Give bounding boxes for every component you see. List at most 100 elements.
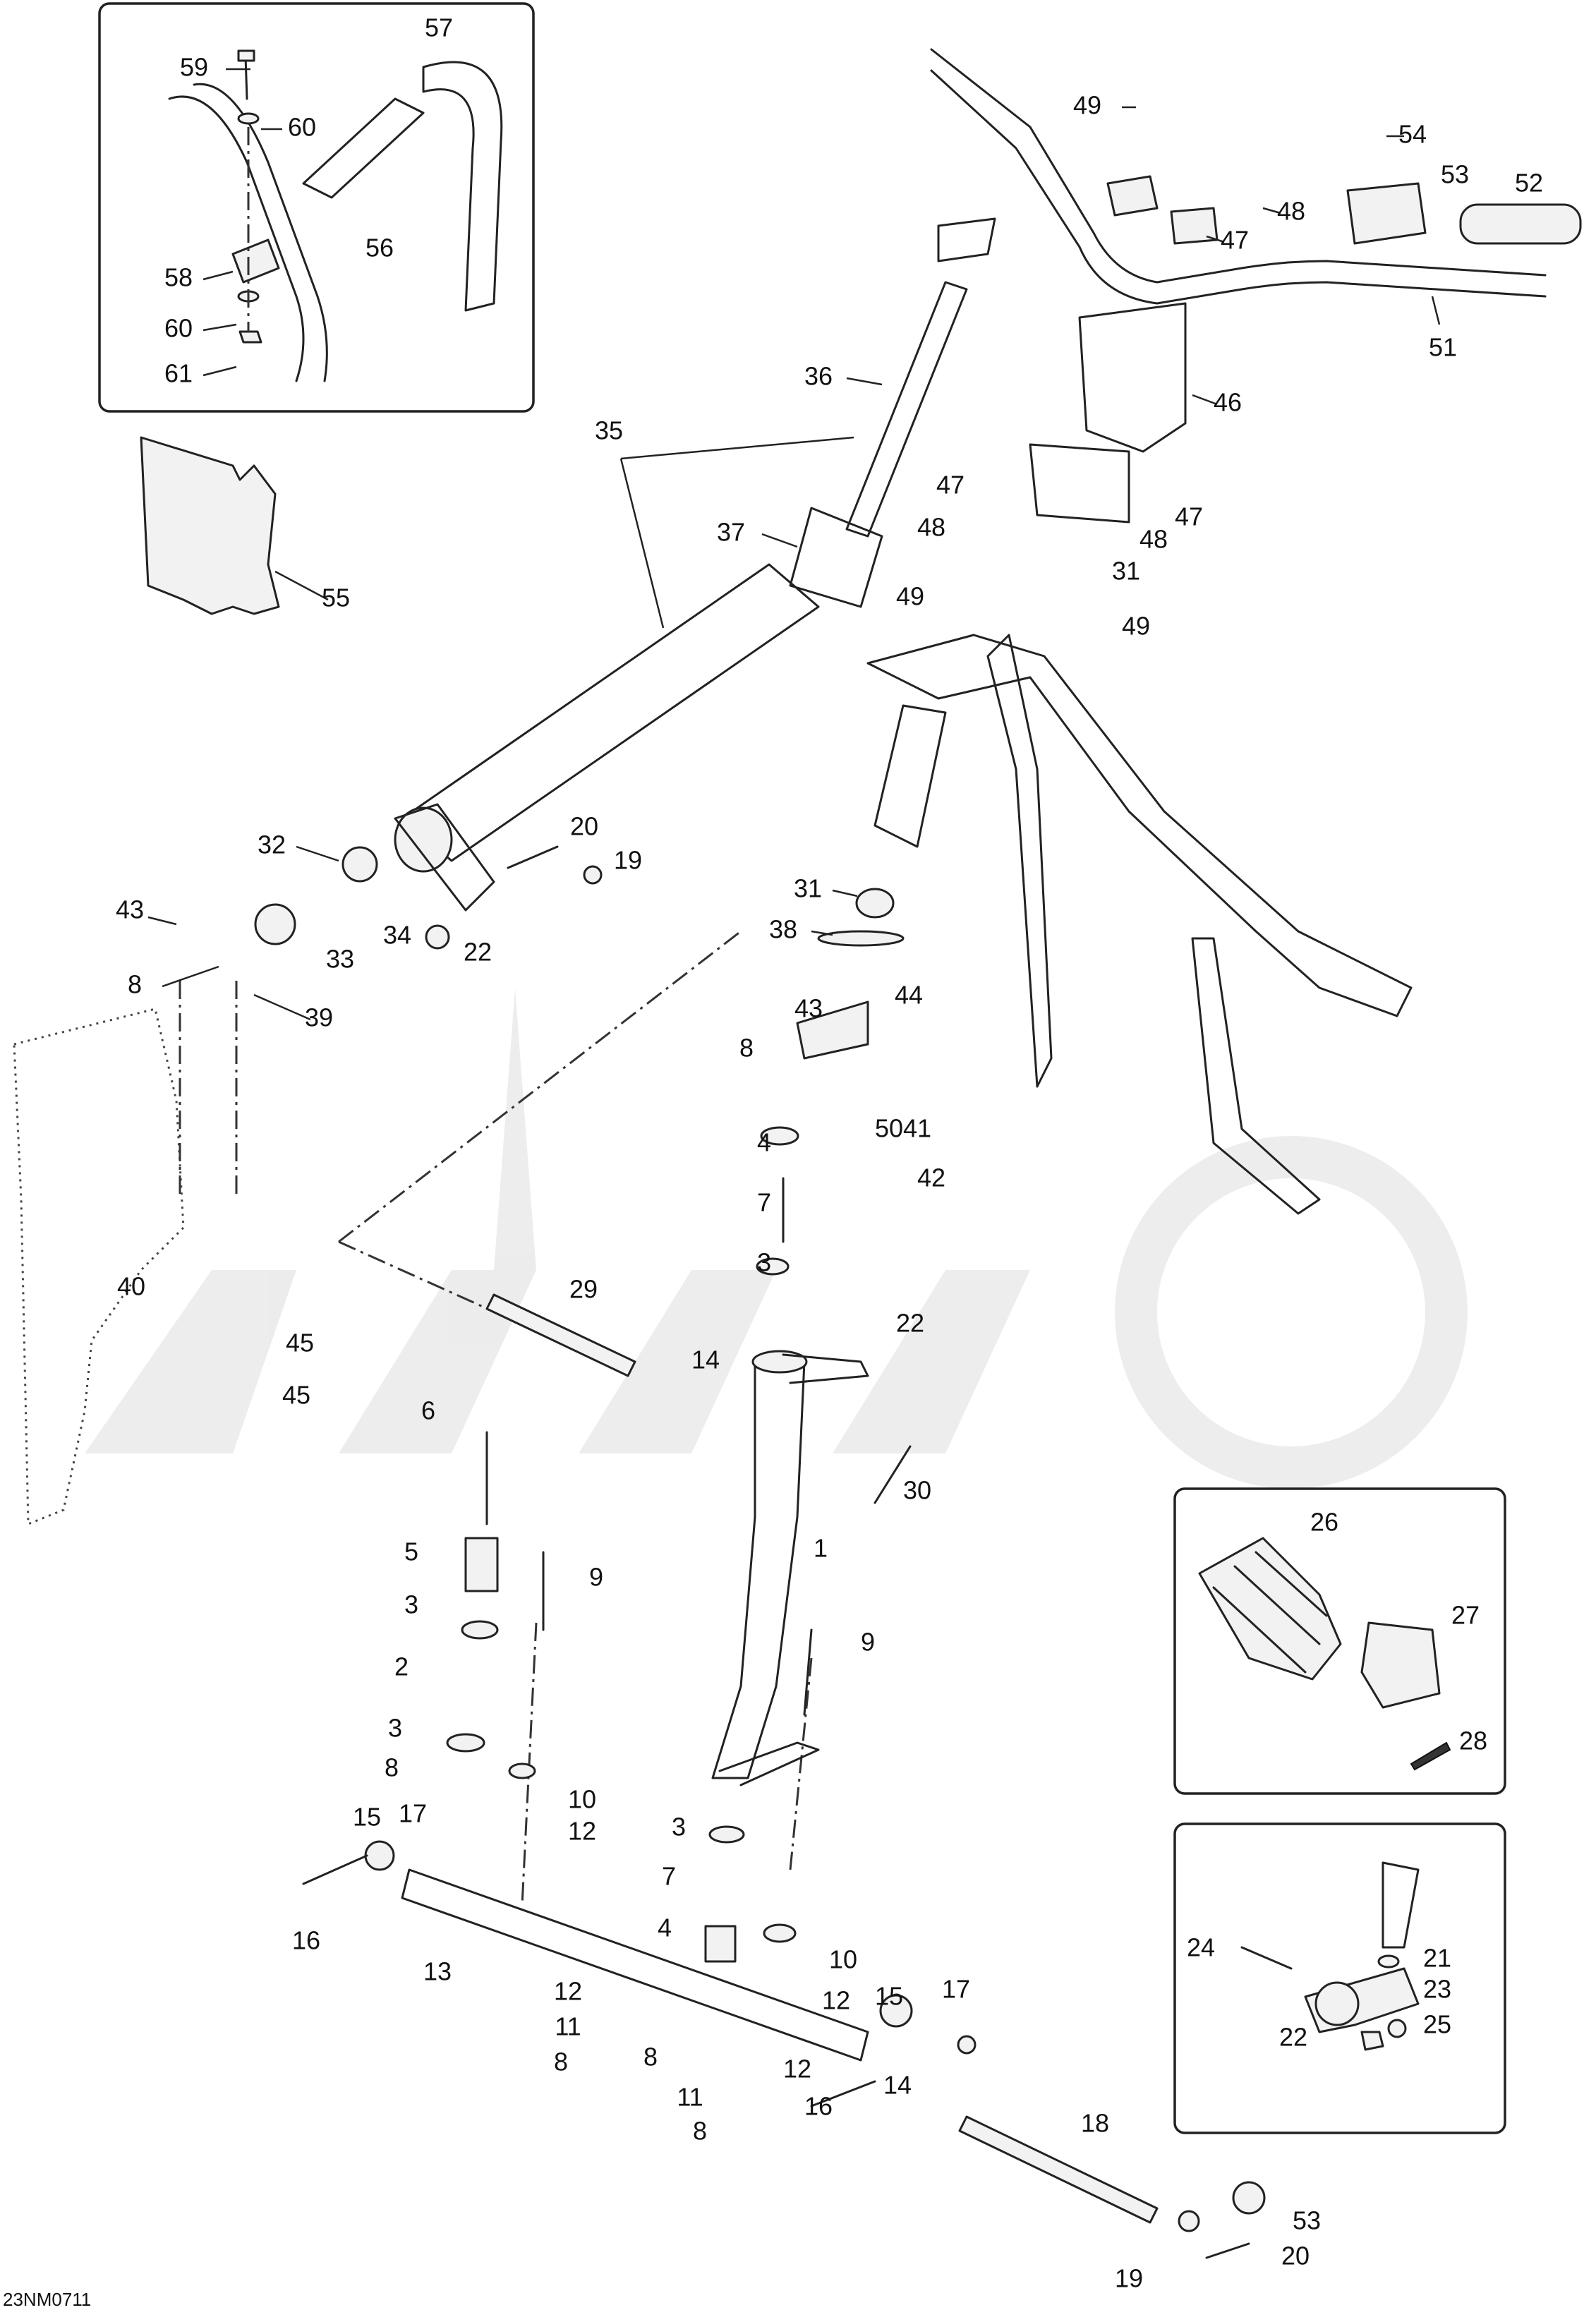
callout-7: 7 [757,1188,771,1217]
callout-3: 3 [388,1714,402,1743]
callout-49: 49 [1073,91,1101,120]
callout-36: 36 [804,362,833,391]
callout-17: 17 [942,1975,970,2004]
hardware [254,845,1266,2259]
callout-16: 16 [292,1926,320,1955]
callout-22: 22 [896,1309,924,1338]
callout-15: 15 [353,1803,381,1832]
leader-lines [147,68,1441,1021]
callout-60: 60 [288,113,316,142]
callout-7: 7 [662,1862,676,1891]
callout-45: 45 [282,1381,310,1410]
callout-53: 53 [1441,160,1469,189]
callout-44: 44 [895,981,923,1010]
assembly-axis-b [338,1240,622,1370]
callout-14: 14 [691,1346,720,1374]
steering-column [394,217,996,912]
steering-post [711,1350,869,1786]
callout-18: 18 [1081,2109,1109,2138]
frame [866,634,1413,1215]
callout-39: 39 [305,1003,333,1032]
callout-14: 14 [883,2071,912,2100]
inset-top-parts [168,49,503,382]
callout-43: 43 [794,994,823,1023]
callout-26: 26 [1310,1508,1338,1537]
callout-23: 23 [1423,1975,1451,2004]
mounting-bracket [1029,302,1187,524]
drag-link-bar [401,1868,869,2062]
callout-9: 9 [861,1628,875,1657]
callout-27: 27 [1451,1601,1480,1630]
callout-24: 24 [1187,1933,1215,1962]
callout-38: 38 [769,915,797,944]
callout-8: 8 [128,970,142,999]
callout-16: 16 [804,2092,833,2121]
callout-4: 4 [658,1913,672,1942]
callout-60: 60 [164,314,193,343]
callout-52: 52 [1515,169,1543,198]
assembly-axis-a [338,930,742,1243]
callout-31: 31 [1112,557,1140,586]
callout-40: 40 [117,1272,145,1301]
callout-19: 19 [614,846,642,875]
callout-8: 8 [554,2048,568,2076]
callout-8: 8 [693,2117,707,2146]
callout-4: 4 [757,1128,771,1157]
callout-34: 34 [383,921,411,950]
callout-42: 42 [917,1163,945,1192]
callout-22: 22 [464,938,492,967]
callout-29: 29 [569,1275,598,1304]
callout-53: 53 [1293,2206,1321,2235]
callout-32: 32 [258,830,286,859]
callout-20: 20 [570,812,598,841]
callout-61: 61 [164,359,193,388]
callout-17: 17 [399,1799,427,1828]
callout-3: 3 [672,1813,686,1842]
callout-15: 15 [875,1982,903,2011]
inset-frame-idler [1173,1822,1506,2134]
callout-19: 19 [1115,2264,1143,2293]
callout-50: 50 [875,1114,903,1143]
callout-47: 47 [936,471,965,500]
callout-30: 30 [903,1476,931,1505]
callout-54: 54 [1398,120,1427,149]
callout-12: 12 [783,2055,811,2084]
callout-12: 12 [822,1986,850,2015]
callout-48: 48 [1139,525,1168,554]
callout-28: 28 [1459,1727,1487,1755]
watermark-logo [85,988,1468,1489]
callout-3: 3 [757,1248,771,1277]
callout-12: 12 [554,1977,582,2006]
callout-11: 11 [677,2083,703,2112]
callout-31: 31 [794,874,822,903]
callout-55: 55 [322,583,350,612]
callout-2: 2 [394,1652,409,1681]
callout-10: 10 [829,1945,857,1974]
callout-35: 35 [595,416,623,445]
inset-frame-top [98,2,535,413]
callout-57: 57 [425,13,453,42]
callout-20: 20 [1281,2242,1310,2270]
assembly-axis-f [789,1657,813,1870]
callout-47: 47 [1221,226,1249,255]
tie-rod-lower [958,2115,1159,2224]
callout-1: 1 [814,1534,828,1563]
callout-22: 22 [1279,2023,1307,2052]
assembly-axis-e [521,1622,538,1906]
callout-25: 25 [1423,2010,1451,2039]
handlebar [930,48,1582,305]
callout-12: 12 [568,1817,596,1846]
callout-8: 8 [385,1753,399,1782]
callout-51: 51 [1429,333,1457,362]
callout-37: 37 [717,518,745,547]
callout-49: 49 [1122,612,1150,641]
callout-59: 59 [180,53,208,82]
inset-frame-boot [1173,1487,1506,1795]
callout-56: 56 [365,234,394,262]
callout-45: 45 [286,1329,314,1357]
callout-11: 11 [555,2012,581,2041]
callout-13: 13 [423,1957,452,1986]
callout-48: 48 [917,513,945,542]
